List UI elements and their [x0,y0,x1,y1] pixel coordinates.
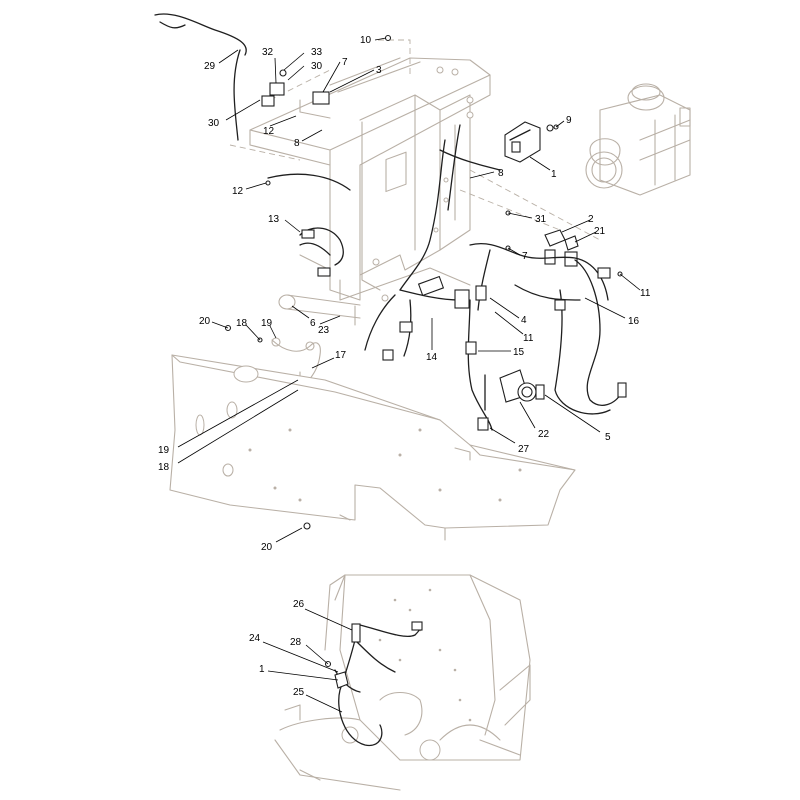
callout-1: 1 [259,664,265,675]
frame-tower [249,57,491,302]
callout-27: 27 [518,444,530,455]
callout-18: 18 [158,462,170,473]
inset-frame [274,574,531,791]
callout-10: 10 [360,35,372,46]
callout-20: 20 [261,542,273,553]
callout-29: 29 [204,61,216,72]
inset-view: 26 24 28 1 25 [249,574,531,791]
callout-15: 15 [513,347,525,358]
callout-labels-main: 29 32 33 30 7 3 10 30 12 8 9 1 8 12 31 2… [158,35,651,553]
inset-harness [324,621,423,747]
relay-connectors [544,229,579,267]
callout-16: 16 [628,316,640,327]
callout-26: 26 [293,599,305,610]
callout-labels-inset: 26 24 28 1 25 [249,599,305,698]
tube-assembly [278,294,361,326]
callout-28: 28 [290,637,302,648]
callout-19: 19 [158,445,170,456]
main-assembly-view: 29 32 33 30 7 3 10 30 12 8 9 1 8 12 31 2… [154,13,691,553]
callout-17: 17 [335,350,347,361]
callout-8: 8 [498,168,504,179]
callout-1: 1 [551,169,557,180]
callout-19: 19 [261,318,273,329]
callout-11: 11 [523,333,534,344]
callout-13: 13 [268,214,280,225]
callout-31: 31 [535,214,547,225]
callout-14: 14 [426,352,438,363]
callout-30: 30 [208,118,220,129]
callout-20: 20 [199,316,211,327]
callout-12: 12 [232,186,244,197]
callout-8: 8 [294,138,300,149]
callout-9: 9 [566,115,572,126]
callout-24: 24 [249,633,261,644]
callout-6: 6 [310,318,316,329]
main-wiring-harness [154,13,627,431]
base-panel [169,354,576,541]
callout-21: 21 [594,226,606,237]
callout-4: 4 [521,315,527,326]
callout-22: 22 [538,429,550,440]
callout-11: 11 [640,288,651,299]
callout-leaders-main [177,37,641,543]
callout-7: 7 [522,251,528,262]
callout-33: 33 [311,47,323,58]
motor-assembly [585,83,691,196]
upper-left-small-parts [261,34,623,277]
callout-5: 5 [605,432,611,443]
callout-18: 18 [236,318,248,329]
switch-module [504,121,554,163]
callout-3: 3 [376,65,382,76]
callout-30: 30 [311,61,323,72]
callout-2: 2 [588,214,594,225]
key-switch-assembly [477,369,545,431]
ground-strap [224,324,321,387]
callout-leaders-inset [262,608,353,713]
callout-23: 23 [318,325,330,336]
callout-32: 32 [262,47,274,58]
callout-7: 7 [342,57,348,68]
callout-25: 25 [293,687,305,698]
callout-12: 12 [263,126,275,137]
